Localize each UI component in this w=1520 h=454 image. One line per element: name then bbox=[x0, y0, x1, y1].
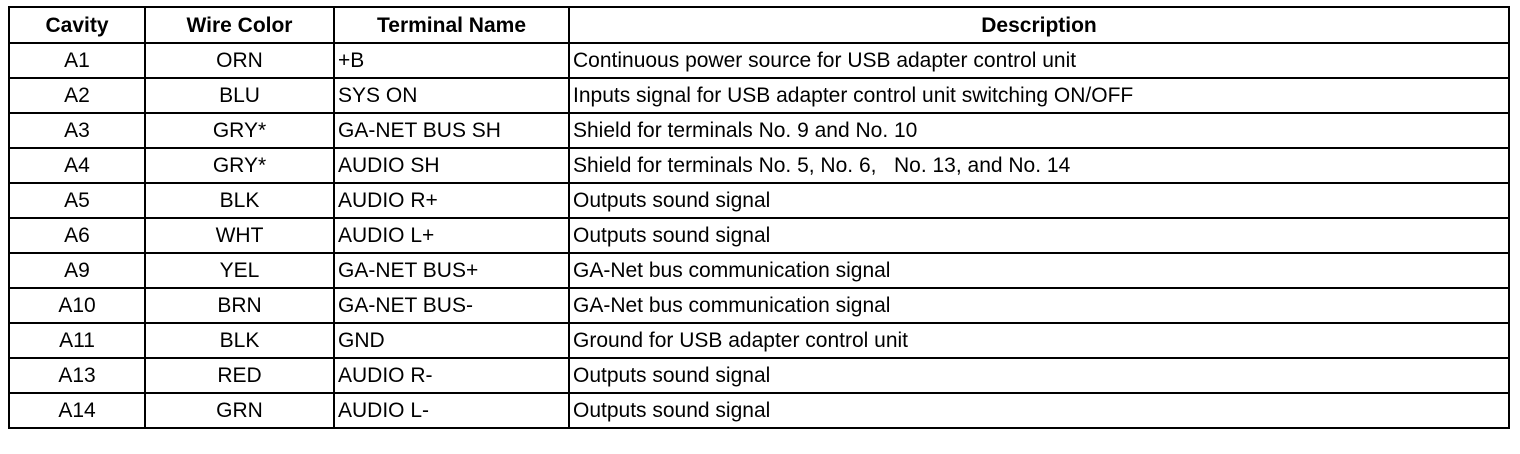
cavity-cell: A4 bbox=[8, 147, 146, 184]
cavity-cell: A6 bbox=[8, 217, 146, 254]
wire-color-cell: ORN bbox=[144, 42, 335, 79]
table-row: A6 WHT AUDIO L+ Outputs sound signal bbox=[8, 217, 1510, 254]
description-cell: Ground for USB adapter control unit bbox=[568, 322, 1510, 359]
connector-pinout-table: Cavity Wire Color Terminal Name Descript… bbox=[8, 6, 1510, 429]
cavity-cell: A9 bbox=[8, 252, 146, 289]
table-row: A9 YEL GA-NET BUS+ GA-Net bus communicat… bbox=[8, 252, 1510, 289]
terminal-name-cell: AUDIO L+ bbox=[333, 217, 570, 254]
terminal-name-cell: AUDIO R- bbox=[333, 357, 570, 394]
description-cell: Shield for terminals No. 9 and No. 10 bbox=[568, 112, 1510, 149]
terminal-name-cell: AUDIO L- bbox=[333, 392, 570, 429]
connector-table-container: Cavity Wire Color Terminal Name Descript… bbox=[8, 6, 1510, 429]
wire-color-cell: RED bbox=[144, 357, 335, 394]
terminal-name-cell: GND bbox=[333, 322, 570, 359]
header-description: Description bbox=[568, 6, 1510, 44]
wire-color-cell: WHT bbox=[144, 217, 335, 254]
description-cell: GA-Net bus communication signal bbox=[568, 287, 1510, 324]
description-cell: Outputs sound signal bbox=[568, 182, 1510, 219]
table-row: A5 BLK AUDIO R+ Outputs sound signal bbox=[8, 182, 1510, 219]
wire-color-cell: BLK bbox=[144, 322, 335, 359]
wire-color-cell: GRN bbox=[144, 392, 335, 429]
table-row: A11 BLK GND Ground for USB adapter contr… bbox=[8, 322, 1510, 359]
wire-color-cell: BLK bbox=[144, 182, 335, 219]
table-row: A1 ORN +B Continuous power source for US… bbox=[8, 42, 1510, 79]
cavity-cell: A14 bbox=[8, 392, 146, 429]
header-terminal-name: Terminal Name bbox=[333, 6, 570, 44]
description-cell: Continuous power source for USB adapter … bbox=[568, 42, 1510, 79]
terminal-name-cell: GA-NET BUS SH bbox=[333, 112, 570, 149]
table-row: A13 RED AUDIO R- Outputs sound signal bbox=[8, 357, 1510, 394]
table-header-row: Cavity Wire Color Terminal Name Descript… bbox=[8, 6, 1510, 44]
table-row: A10 BRN GA-NET BUS- GA-Net bus communica… bbox=[8, 287, 1510, 324]
cavity-cell: A1 bbox=[8, 42, 146, 79]
description-cell: Shield for terminals No. 5, No. 6, No. 1… bbox=[568, 147, 1510, 184]
description-cell: Inputs signal for USB adapter control un… bbox=[568, 77, 1510, 114]
description-cell: GA-Net bus communication signal bbox=[568, 252, 1510, 289]
description-cell: Outputs sound signal bbox=[568, 357, 1510, 394]
description-cell: Outputs sound signal bbox=[568, 217, 1510, 254]
terminal-name-cell: +B bbox=[333, 42, 570, 79]
cavity-cell: A13 bbox=[8, 357, 146, 394]
table-body: A1 ORN +B Continuous power source for US… bbox=[8, 42, 1510, 429]
terminal-name-cell: AUDIO R+ bbox=[333, 182, 570, 219]
terminal-name-cell: GA-NET BUS- bbox=[333, 287, 570, 324]
cavity-cell: A5 bbox=[8, 182, 146, 219]
table-row: A2 BLU SYS ON Inputs signal for USB adap… bbox=[8, 77, 1510, 114]
terminal-name-cell: AUDIO SH bbox=[333, 147, 570, 184]
wire-color-cell: BRN bbox=[144, 287, 335, 324]
table-row: A3 GRY* GA-NET BUS SH Shield for termina… bbox=[8, 112, 1510, 149]
terminal-name-cell: GA-NET BUS+ bbox=[333, 252, 570, 289]
terminal-name-cell: SYS ON bbox=[333, 77, 570, 114]
wire-color-cell: YEL bbox=[144, 252, 335, 289]
cavity-cell: A3 bbox=[8, 112, 146, 149]
cavity-cell: A10 bbox=[8, 287, 146, 324]
description-cell: Outputs sound signal bbox=[568, 392, 1510, 429]
table-row: A14 GRN AUDIO L- Outputs sound signal bbox=[8, 392, 1510, 429]
header-wire-color: Wire Color bbox=[144, 6, 335, 44]
header-cavity: Cavity bbox=[8, 6, 146, 44]
cavity-cell: A2 bbox=[8, 77, 146, 114]
wire-color-cell: BLU bbox=[144, 77, 335, 114]
wire-color-cell: GRY* bbox=[144, 147, 335, 184]
cavity-cell: A11 bbox=[8, 322, 146, 359]
wire-color-cell: GRY* bbox=[144, 112, 335, 149]
table-row: A4 GRY* AUDIO SH Shield for terminals No… bbox=[8, 147, 1510, 184]
